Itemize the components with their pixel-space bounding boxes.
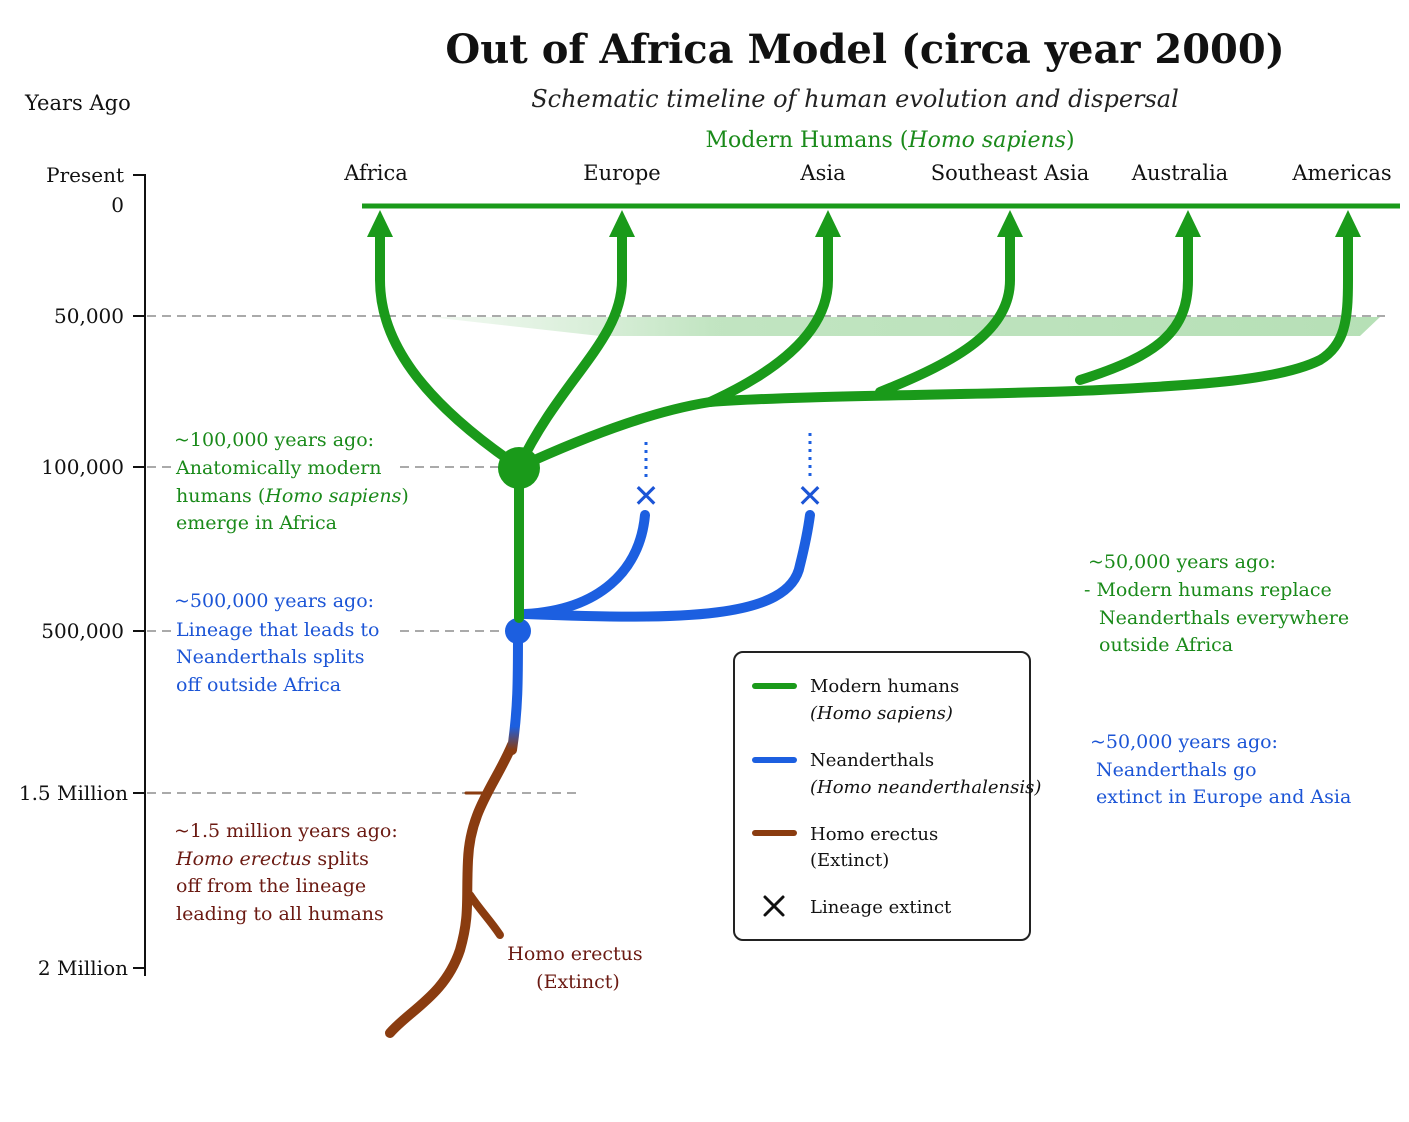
region-label-africa: Africa [343,161,408,185]
time-axis: Years Ago Present 0 50,000 100,000 500,0… [19,91,146,980]
legend-label-neanderthal: Neanderthals [810,750,934,771]
arrow-southeast-asia-icon [997,210,1023,237]
modern-humans-lineage [375,227,1353,623]
neanderthal-branch-europe [520,510,650,619]
replacement-band [430,317,1380,336]
neanderthal-lineage [520,510,815,622]
erectus-offshoot [466,891,504,939]
annotation-neanderthal-extinct: ~50,000 years ago: Neanderthals go extin… [1090,731,1351,808]
x-icon: ✕ [633,477,660,515]
page-title: Out of Africa Model (circa year 2000) [445,26,1284,73]
neanderthal-split-node [505,618,531,644]
annotation-replace: ~50,000 years ago: - Modern humans repla… [1084,551,1355,656]
extinct-marker-europe: ✕ [633,442,660,515]
homo-erectus-lineage [385,740,517,1038]
legend-label-modern: Modern humans [810,676,959,697]
tick-label-0: 0 [111,193,124,217]
arrow-europe-icon [609,210,635,237]
arrowheads [367,210,1361,237]
erectus-trunk [385,740,517,1038]
arrow-africa-icon [367,210,393,237]
annotation-sapiens-emerge: ~100,000 years ago: Anatomically modern … [174,429,415,534]
neanderthal-stem [507,627,523,755]
tick-label-1.5-million: 1.5 Million [19,781,128,805]
region-label-europe: Europe [583,161,660,185]
sapiens-origin-node [498,447,540,489]
branch-dispersal [514,227,1353,472]
branch-asia [705,227,833,407]
branch-southeast-asia [875,227,1015,397]
legend-box [733,651,1031,941]
annotation-erectus-split: ~1.5 million years ago: Homo erectus spl… [174,820,404,925]
annotation-neanderthal-split: ~500,000 years ago: Lineage that leads t… [174,590,386,696]
legend-sublabel-modern: (Homo sapiens) [810,703,953,724]
branch-europe [514,227,627,472]
arrow-australia-icon [1175,210,1201,237]
guide-lines [147,315,1385,794]
tick-label-2-million: 2 Million [38,956,128,980]
modern-humans-header: Modern Humans (Homo sapiens) [705,128,1074,153]
tick-label-100000: 100,000 [41,455,124,479]
neanderthal-branch-asia [520,510,815,622]
region-label-asia: Asia [799,161,845,185]
tick-label-50000: 50,000 [54,304,124,328]
legend-label-extinct: Lineage extinct [810,897,952,918]
branch-africa [375,227,524,472]
region-label-southeast-asia: Southeast Asia [931,161,1090,185]
region-label-australia: Australia [1131,161,1228,185]
tick-label-500000: 500,000 [41,619,124,643]
legend: Modern humans (Homo sapiens) Neanderthal… [733,651,1041,941]
tick-label-present: Present [46,163,124,187]
x-icon: ✕ [797,477,824,515]
arrow-asia-icon [815,210,841,237]
legend-sublabel-erectus: (Extinct) [810,850,889,871]
branch-australia [1075,227,1193,385]
axis-title: Years Ago [24,91,131,115]
label-homo-erectus: Homo erectus (Extinct) [507,943,648,993]
region-label-americas: Americas [1291,161,1391,185]
arrow-americas-icon [1335,210,1361,237]
legend-x-icon [763,895,785,917]
extinct-marker-asia: ✕ [797,433,824,515]
legend-sublabel-neanderthal: (Homo neanderthalensis) [810,777,1041,798]
page-subtitle: Schematic timeline of human evolution an… [531,85,1179,113]
legend-label-erectus: Homo erectus [810,824,938,845]
